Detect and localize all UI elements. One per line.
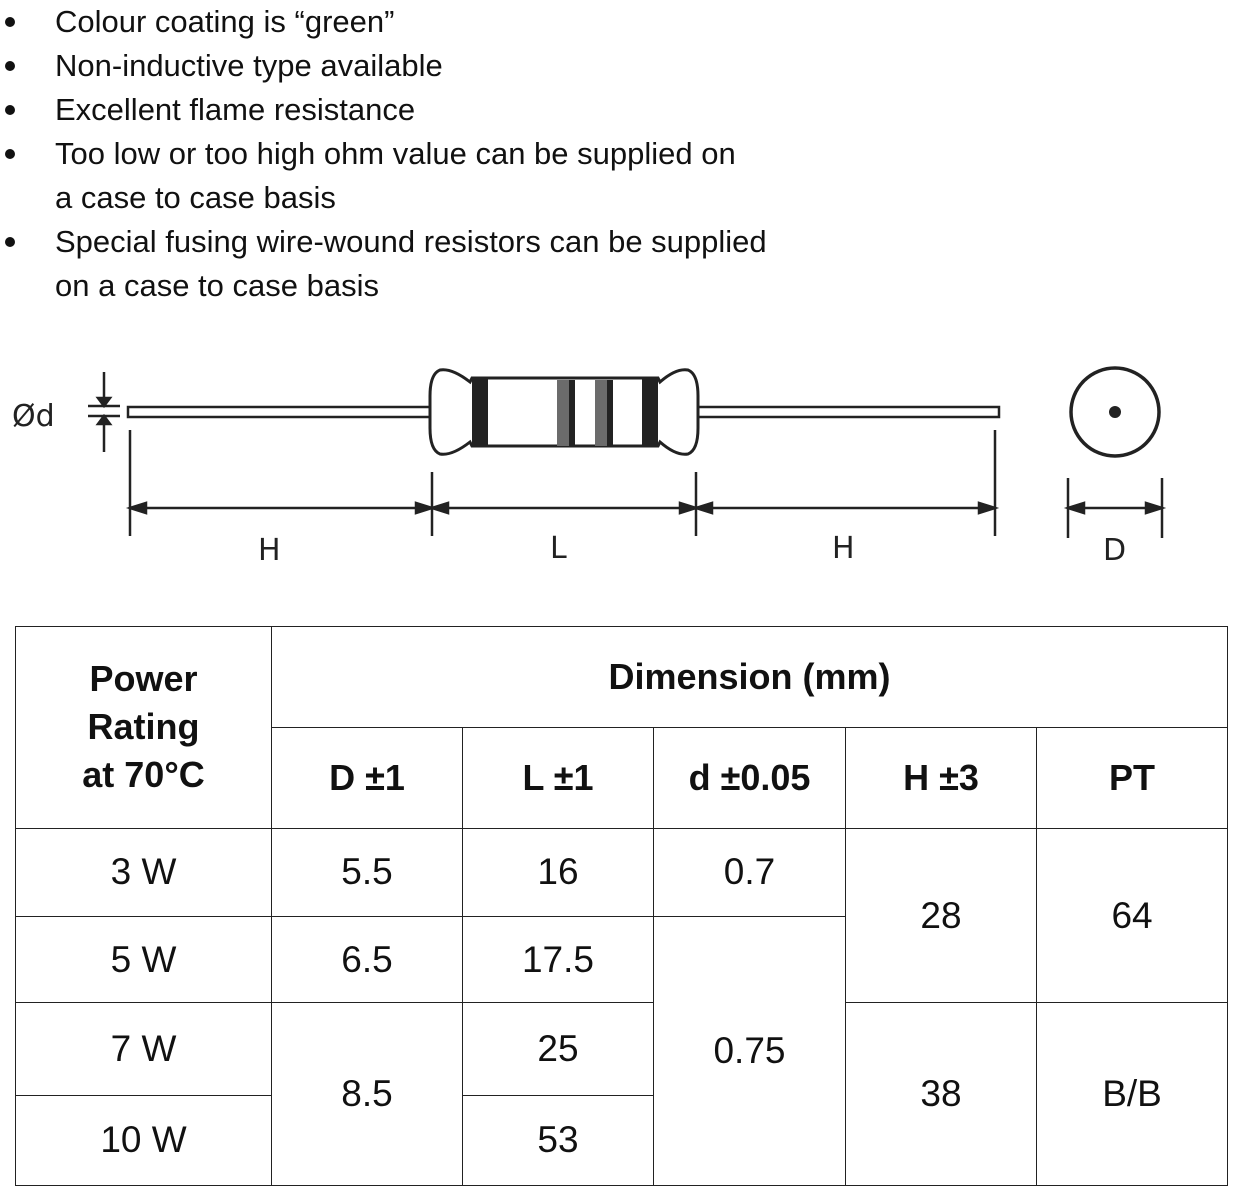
bullet-icon (5, 149, 15, 159)
feature-text-continuation: on a case to case basis (55, 268, 379, 303)
D-cell: 6.5 (271, 916, 463, 1004)
PT-cell: B/B (1035, 1002, 1229, 1186)
header-line: Power (89, 658, 198, 700)
end-view (1069, 366, 1161, 458)
column-header-H: H ±3 (845, 727, 1037, 829)
table-row: 7 W 8.5 25 38 B/B (15, 1002, 1229, 1186)
feature-item: Special fusing wire-wound resistors can … (0, 220, 900, 308)
dimension-table: Power Rating at 70°C Dimension (mm) D ±1… (15, 625, 1229, 1187)
feature-text: Colour coating is “green” (55, 4, 395, 39)
lead-diameter-arrows (88, 372, 120, 452)
feature-item: Excellent flame resistance (0, 88, 900, 132)
table-row: 3 W 5.5 16 0.7 28 64 (15, 827, 1229, 1004)
PT-cell: 64 (1035, 827, 1229, 1004)
color-band (607, 380, 613, 446)
right-lead (692, 405, 1001, 419)
header-line: Rating (87, 706, 200, 748)
D-cell: 5.5 (271, 827, 463, 918)
L-cell: 25 (462, 1002, 654, 1096)
color-band (595, 380, 607, 446)
L-cell: 16 (462, 827, 654, 918)
dimension-header: Dimension (mm) (270, 625, 1229, 729)
power-cell: 7 W (15, 1002, 272, 1096)
power-cell: 10 W (15, 1094, 272, 1187)
column-header-L: L ±1 (462, 727, 654, 829)
H-cell: 28 (845, 827, 1037, 1004)
color-band (557, 380, 569, 446)
L-cell: 17.5 (462, 916, 654, 1004)
power-cell: 3 W (15, 827, 272, 918)
feature-item: Too low or too high ohm value can be sup… (0, 132, 900, 220)
feature-item: Non-inductive type available (0, 44, 900, 88)
table-row: 10 W 53 (15, 1094, 1228, 1187)
feature-list: Colour coating is “green” Non-inductive … (0, 0, 900, 308)
bullet-icon (5, 17, 15, 27)
lead-diameter-label: Ød (12, 399, 55, 434)
power-rating-header: Power Rating at 70°C (15, 626, 272, 829)
feature-item: Colour coating is “green” (0, 0, 900, 44)
H-cell: 38 (845, 1002, 1037, 1186)
L-cell: 53 (462, 1094, 654, 1187)
diameter-dimension-line (1063, 478, 1167, 538)
table-row: 5 W 6.5 17.5 0.75 (15, 916, 1228, 1186)
color-band (642, 378, 658, 446)
resistor-dimension-drawing: Ød H L H (12, 366, 1167, 568)
bullet-icon (5, 61, 15, 71)
feature-text: Special fusing wire-wound resistors can … (55, 224, 767, 259)
length-dimension-line (125, 430, 1000, 536)
feature-text: Too low or too high ohm value can be sup… (55, 136, 736, 171)
feature-text: Excellent flame resistance (55, 92, 416, 127)
color-band (472, 378, 488, 446)
color-band (569, 380, 575, 446)
D-cell: 8.5 (271, 1002, 463, 1186)
diameter-label: D (1103, 533, 1126, 568)
power-cell: 5 W (15, 916, 272, 1004)
d-cell: 0.75 (653, 916, 846, 1186)
header-line: at 70°C (82, 754, 205, 796)
feature-text: Non-inductive type available (55, 48, 443, 83)
left-lead (126, 405, 436, 419)
body-length-label: L (550, 531, 567, 566)
left-lead-length-label: H (258, 533, 281, 568)
right-lead-length-label: H (832, 531, 855, 566)
resistor-body (428, 368, 700, 456)
bullet-icon (5, 237, 15, 247)
column-header-d: d ±0.05 (653, 727, 846, 829)
feature-text-continuation: a case to case basis (55, 180, 336, 215)
column-header-D: D ±1 (271, 727, 463, 829)
column-header-PT: PT (1035, 727, 1229, 829)
d-cell: 0.7 (653, 827, 846, 918)
bullet-icon (5, 105, 15, 115)
